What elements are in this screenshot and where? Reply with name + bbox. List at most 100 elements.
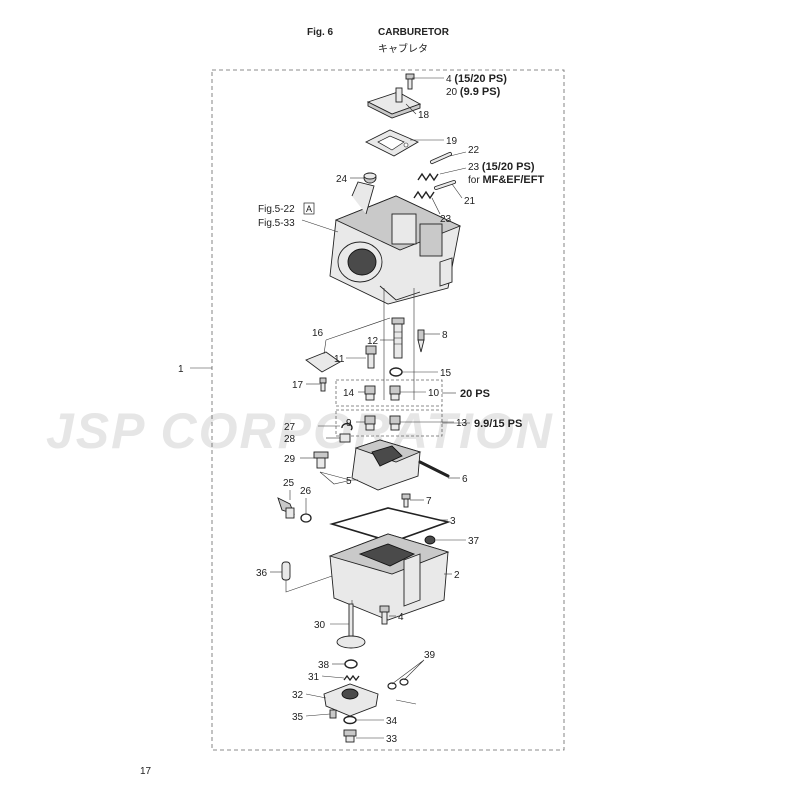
- callout-13: 13: [456, 418, 468, 429]
- callout-23a-for: for MF&EF/EFT: [468, 174, 544, 186]
- diagram-title: CARBURETOR: [378, 27, 449, 38]
- callout-17: 17: [292, 380, 304, 391]
- ref-fig-5-22: Fig.5-22: [258, 204, 295, 215]
- group-box-99ps: [335, 409, 443, 437]
- part-oring-39a: [387, 682, 397, 690]
- callout-33: 33: [386, 734, 398, 745]
- callout-3: 3: [450, 516, 456, 527]
- group-label-20ps: 20 PS: [460, 388, 490, 400]
- lead-21: [451, 183, 463, 199]
- callout-4-lower: 4: [398, 612, 404, 623]
- part-jet-10: [389, 385, 401, 401]
- part-25: [277, 497, 295, 519]
- part-11: [365, 345, 377, 369]
- part-jet-9: [364, 415, 376, 431]
- group-box-20ps: [335, 379, 443, 407]
- page-number: 17: [140, 766, 152, 777]
- callout-30: 30: [314, 620, 326, 631]
- part-pin-6: [418, 460, 450, 478]
- ref-box-a-label: A: [306, 204, 312, 214]
- part-clip-27: [341, 422, 353, 431]
- callout-36: 36: [256, 568, 268, 579]
- lead-36-link: [285, 575, 333, 593]
- lead-18: [405, 103, 417, 115]
- callout-7: 7: [426, 496, 432, 507]
- part-screw-17: [319, 377, 327, 392]
- part-36: [281, 561, 291, 581]
- lead-22: [449, 151, 467, 157]
- callout-34: 34: [386, 716, 398, 727]
- ref-fig-5-33: Fig.5-33: [258, 218, 295, 229]
- part-gasket-19: [364, 129, 419, 157]
- callout-37: 37: [468, 536, 480, 547]
- callout-16: 16: [312, 328, 324, 339]
- part-float-5: [351, 439, 422, 491]
- callout-25: 25: [283, 478, 295, 489]
- part-plate-18: [366, 87, 422, 119]
- callout-4: 4 (15/20 PS): [446, 73, 507, 85]
- part-gasket-3: [329, 507, 451, 543]
- lead-16: [323, 317, 391, 355]
- lead-32: [305, 693, 327, 699]
- part-screw-22: [430, 152, 452, 164]
- part-washer-34: [343, 715, 357, 725]
- part-12: [391, 317, 405, 359]
- callout-14: 14: [343, 388, 355, 399]
- callout-22: 22: [468, 145, 480, 156]
- group-label-99ps: 9.9/15 PS: [474, 418, 522, 430]
- figure-number: Fig. 6: [307, 27, 334, 38]
- callout-12: 12: [367, 336, 379, 347]
- part-oring-15: [389, 367, 403, 377]
- callout-15: 15: [440, 368, 452, 379]
- callout-18: 18: [418, 110, 430, 121]
- callout-23b: 23: [440, 214, 452, 225]
- part-screw-7: [401, 493, 411, 508]
- callout-5: 5: [346, 476, 352, 487]
- lead-39: [391, 659, 425, 685]
- part-oring-38: [344, 659, 358, 669]
- part-bracket-16: [305, 351, 341, 373]
- callout-6: 6: [462, 474, 468, 485]
- part-spring-31: [343, 674, 360, 682]
- callout-28: 28: [284, 434, 296, 445]
- part-screw-4-20: [405, 73, 415, 90]
- ref-box-a: [303, 202, 315, 215]
- lead-39-link: [395, 699, 417, 705]
- part-cap-24: [363, 172, 377, 184]
- callout-32: 32: [292, 690, 304, 701]
- part-screw-21: [434, 180, 456, 190]
- callout-31: 31: [308, 672, 320, 683]
- part-jet-13: [389, 415, 401, 431]
- callout-21: 21: [464, 196, 476, 207]
- part-valve-30: [336, 603, 366, 649]
- guide-lines: [351, 288, 415, 604]
- lead-29-link: [319, 471, 353, 485]
- callout-24: 24: [336, 174, 348, 185]
- lead-23a: [439, 167, 467, 175]
- callout-38: 38: [318, 660, 330, 671]
- part-carburetor-body: [329, 181, 462, 305]
- callout-27: 27: [284, 422, 296, 433]
- callout-35: 35: [292, 712, 304, 723]
- part-spring-23b: [413, 190, 435, 200]
- watermark: JSP CORPORATION: [46, 403, 554, 459]
- callout-20: 20 (9.9 PS): [446, 86, 501, 98]
- part-plug-33: [343, 729, 357, 743]
- callout-1: 1: [178, 364, 184, 375]
- callout-39: 39: [424, 650, 436, 661]
- part-spring-23a: [417, 172, 439, 182]
- diagram-title-jp: キャブレタ: [378, 44, 428, 55]
- part-37: [424, 535, 436, 545]
- part-float-bowl-2: [328, 533, 450, 621]
- part-oring-39b: [399, 678, 409, 686]
- part-cover-32: [323, 683, 379, 717]
- part-28: [339, 433, 351, 443]
- part-screw-4-lower: [379, 605, 390, 625]
- callout-19: 19: [446, 136, 458, 147]
- callout-26: 26: [300, 486, 312, 497]
- callout-2: 2: [454, 570, 460, 581]
- assembly-frame: [211, 69, 565, 751]
- callout-9: 9: [346, 418, 352, 429]
- lead-31: [321, 675, 345, 679]
